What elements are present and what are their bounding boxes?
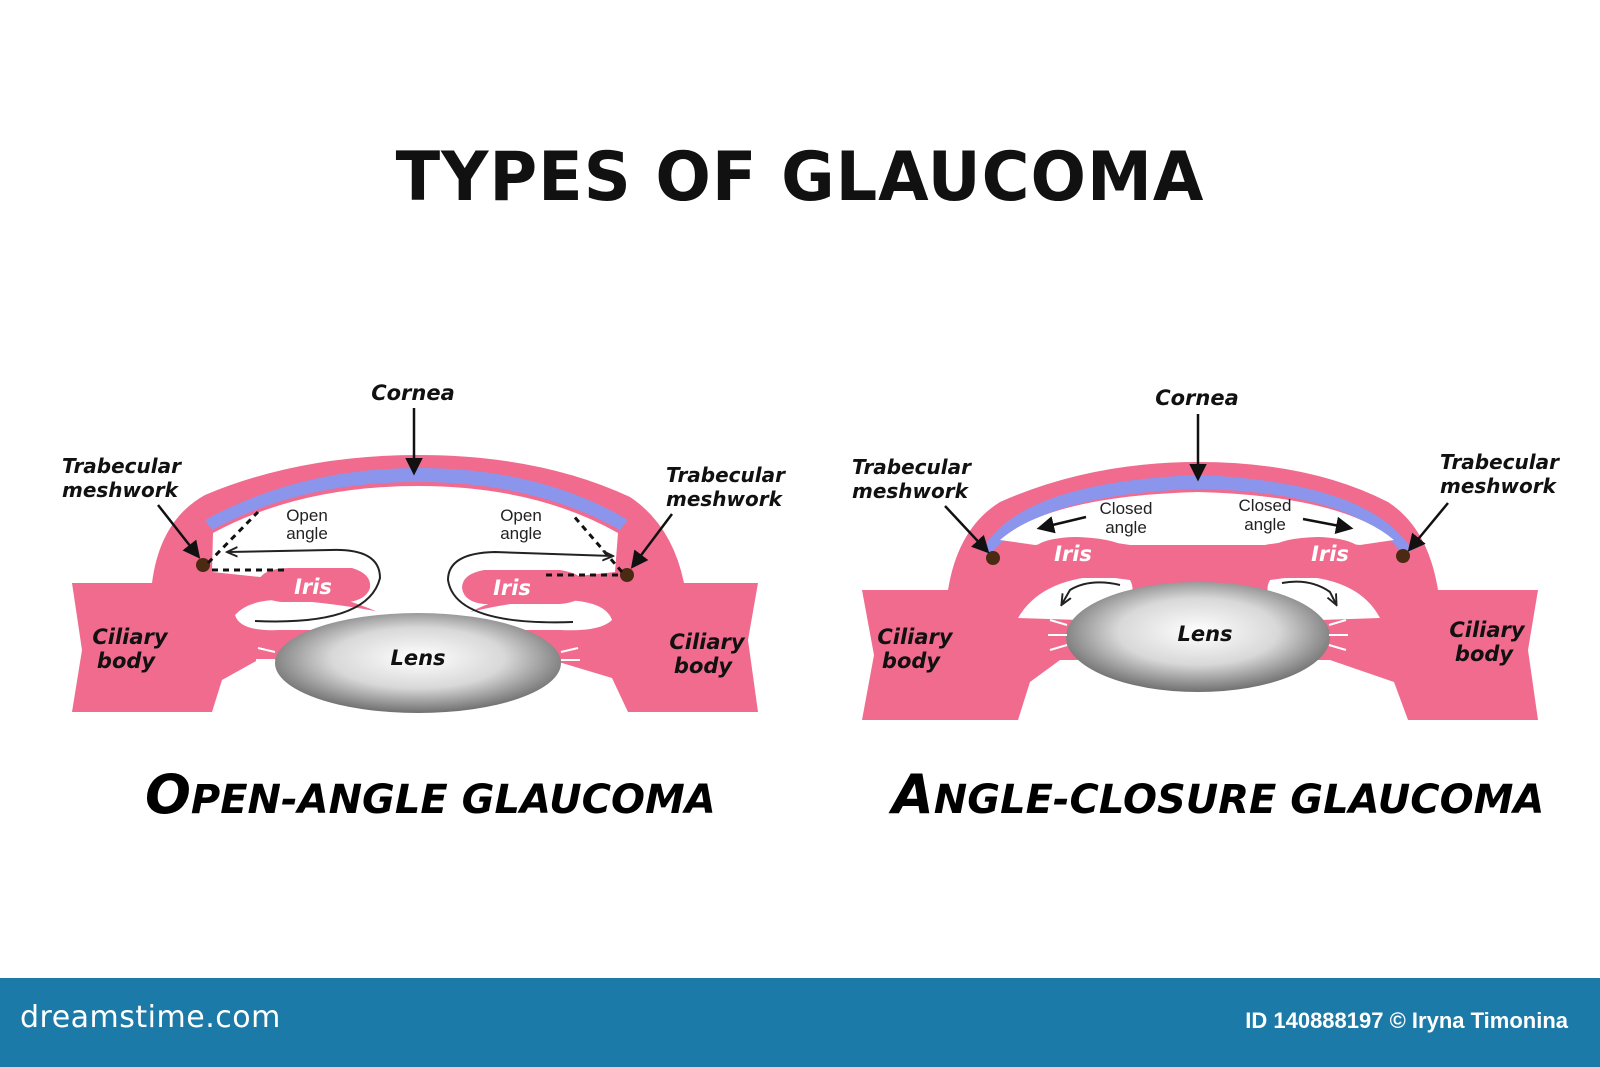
closed-angle-arrow-right: [1302, 516, 1354, 534]
ciliary-label: body: [882, 649, 941, 673]
iris-shape-right: [1265, 537, 1364, 578]
zonules-right: [1048, 619, 1348, 651]
angle-label: angle: [1105, 518, 1147, 537]
trab-pointer-right-a: [944, 505, 990, 554]
trab-pointer-left-a: [157, 504, 201, 559]
trab-pointer-left-b: [630, 513, 673, 569]
subtitle-open-angle: OPEN-ANGLE GLAUCOMA: [145, 763, 716, 826]
flow-arrow-left: [228, 550, 382, 623]
meshwork-dot-right: [620, 568, 634, 582]
trab-pointer-right-b: [1407, 502, 1449, 552]
angle-label: angle: [1244, 515, 1286, 534]
iris-shape-right: [462, 570, 586, 604]
ciliary-label: body: [674, 654, 733, 678]
trabecular-label: Trabecular: [1440, 450, 1560, 474]
page-title: TYPES OF GLAUCOMA: [395, 138, 1205, 217]
ciliary-label: Ciliary: [92, 625, 169, 649]
closed-angle-arrow-left: [1036, 515, 1087, 534]
trabecular-label: Trabecular: [62, 454, 182, 478]
open-angle-diagram: Cornea Trabecular meshwork Trabecular me…: [62, 381, 786, 826]
subtitle-cap: O: [145, 763, 191, 826]
trabecular-label: meshwork: [62, 478, 180, 502]
flow-arrow-right: [1281, 580, 1336, 604]
cornea-label: Cornea: [1155, 386, 1239, 410]
anterior-chamber-right: [1000, 492, 1394, 545]
trabecular-label: meshwork: [1440, 474, 1558, 498]
angle-label: Closed: [1100, 499, 1153, 518]
iris-label: Iris: [1311, 542, 1349, 566]
cornea-label: Cornea: [371, 381, 455, 405]
angle-dashes-left: [206, 510, 285, 572]
angle-label: angle: [500, 524, 542, 543]
iris-label: Iris: [294, 575, 332, 599]
trabecular-label: Trabecular: [666, 463, 786, 487]
ciliary-label: body: [97, 649, 156, 673]
trabecular-label: meshwork: [666, 487, 784, 511]
angle-dashes-right: [545, 513, 624, 577]
trabecular-label: Trabecular: [852, 455, 972, 479]
ciliary-label: Ciliary: [877, 625, 954, 649]
cornea-band-right: [982, 475, 1412, 556]
lens-label: Lens: [390, 646, 445, 670]
trabecular-label: meshwork: [852, 479, 970, 503]
flow-arrow-left: [1062, 581, 1121, 604]
dreamstime-logo: dreamstime.com: [20, 1000, 281, 1035]
ciliary-label: Ciliary: [669, 630, 746, 654]
iris-label: Iris: [1054, 542, 1092, 566]
iris-shape-left: [1032, 537, 1134, 578]
angle-label: angle: [286, 524, 328, 543]
zonules-left: [256, 647, 580, 673]
subtitle-rest: PEN-ANGLE GLAUCOMA: [191, 777, 716, 823]
meshwork-dot-left: [986, 551, 1000, 565]
subtitle-rest: NGLE-CLOSURE GLAUCOMA: [934, 777, 1545, 823]
angle-closure-diagram: Cornea Trabecular meshwork Trabecular me…: [852, 386, 1560, 826]
lens-shape-left: [275, 613, 561, 713]
ciliary-label: body: [1455, 642, 1514, 666]
footer-bar: dreamstime.com ID 140888197 © Iryna Timo…: [0, 978, 1600, 1067]
iris-shape-left: [258, 568, 371, 602]
meshwork-dot-right: [1396, 549, 1410, 563]
cornea-band-left: [205, 468, 628, 530]
subtitle-angle-closure: ANGLE-CLOSURE GLAUCOMA: [888, 763, 1544, 826]
ciliary-label: Ciliary: [1449, 618, 1526, 642]
lens-label: Lens: [1177, 622, 1232, 646]
angle-label: Open: [500, 506, 542, 525]
flow-arrow-right: [446, 552, 612, 624]
lens-shape-right: [1066, 582, 1330, 692]
meshwork-dot-left: [196, 558, 210, 572]
image-credit: ID 140888197 © Iryna Timonina: [1245, 1008, 1568, 1033]
glaucoma-diagram: Cornea Trabecular meshwork Trabecular me…: [62, 381, 1560, 826]
iris-label: Iris: [493, 576, 531, 600]
subtitle-cap: A: [888, 763, 934, 826]
angle-label: Open: [286, 506, 328, 525]
angle-label: Closed: [1239, 496, 1292, 515]
